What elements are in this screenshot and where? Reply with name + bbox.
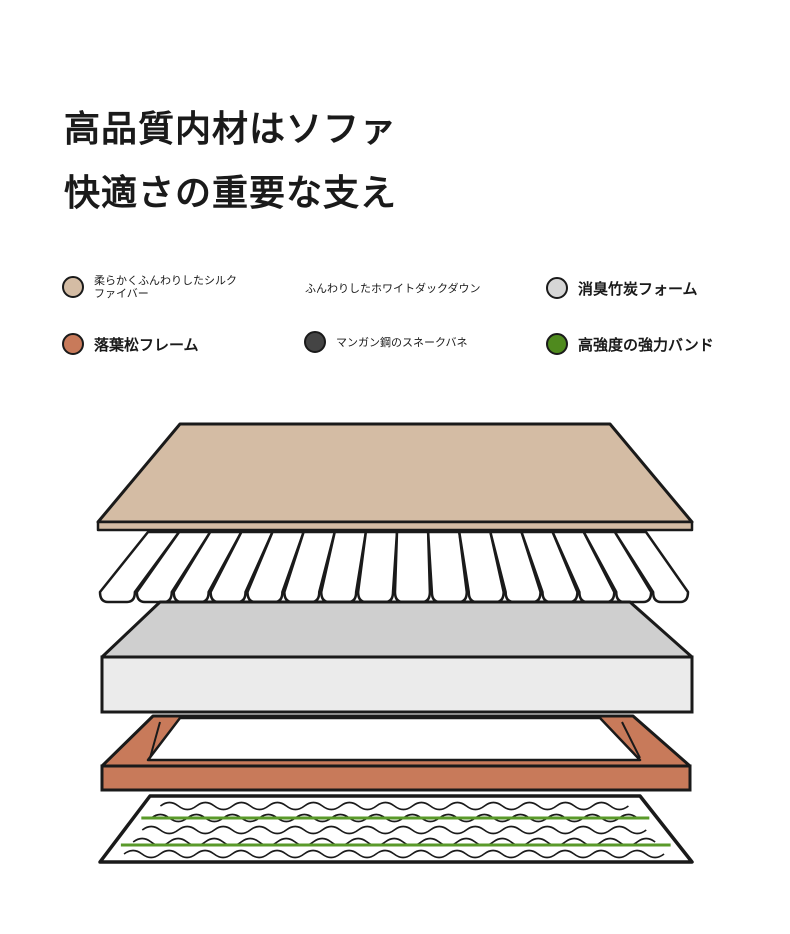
sofa-layers-diagram: [96, 422, 694, 864]
larch-frame-swatch-icon: [62, 333, 84, 355]
legend-item-silk-fiber: 柔らかくふんわりしたシルクファイバー: [62, 272, 244, 302]
snake-spring-row: [159, 801, 629, 811]
down-tube: [393, 530, 432, 604]
legend-label-bamboo-foam: 消臭竹炭フォーム: [578, 279, 698, 298]
legend-item-snake-spring: マンガン鋼のスネークバネ: [304, 327, 467, 357]
down-tube: [613, 530, 690, 604]
legend-label-snake-spring: マンガン鋼のスネークバネ: [336, 336, 468, 349]
legend-label-duck-down: ふんわりしたホワイトダックダウン: [305, 282, 481, 295]
headline-line-1: 高品質内材はソファ: [64, 109, 398, 150]
snake-spring-rows: [120, 801, 671, 859]
legend-item-duck-down: ふんわりしたホワイトダックダウン: [305, 273, 481, 303]
snake-spring-row: [141, 825, 647, 835]
legend-item-larch-frame: 落葉松フレーム: [62, 329, 199, 359]
down-tube: [98, 530, 181, 604]
legend-item-bamboo-foam: 消臭竹炭フォーム: [546, 273, 698, 303]
bamboo-foam-swatch-icon: [546, 277, 568, 299]
snake-spring-swatch-icon: [304, 331, 326, 353]
legend-label-silk-fiber: 柔らかくふんわりしたシルクファイバー: [94, 274, 237, 300]
down-layer: [98, 530, 690, 604]
headline-line-2: 快適さの重要な支え: [64, 173, 398, 214]
strong-band-swatch-icon: [546, 333, 568, 355]
silk-fiber-swatch-icon: [62, 276, 84, 298]
legend-item-strong-band: 高強度の強力バンド: [546, 329, 714, 359]
legend-label-larch-frame: 落葉松フレーム: [94, 335, 199, 354]
frame-layer: [100, 714, 692, 792]
snake-spring-row: [123, 849, 665, 859]
snake-spring-row: [132, 837, 656, 847]
foam-layer: [100, 600, 694, 714]
spring-layer: [98, 794, 694, 864]
legend-label-strong-band: 高強度の強力バンド: [578, 335, 714, 354]
headline: 高品質内材はソファ 快適さの重要な支え: [64, 98, 397, 226]
fiber-layer: [96, 422, 694, 532]
down-tube: [356, 530, 399, 604]
snake-spring-row: [150, 813, 638, 823]
down-tube: [582, 530, 653, 604]
